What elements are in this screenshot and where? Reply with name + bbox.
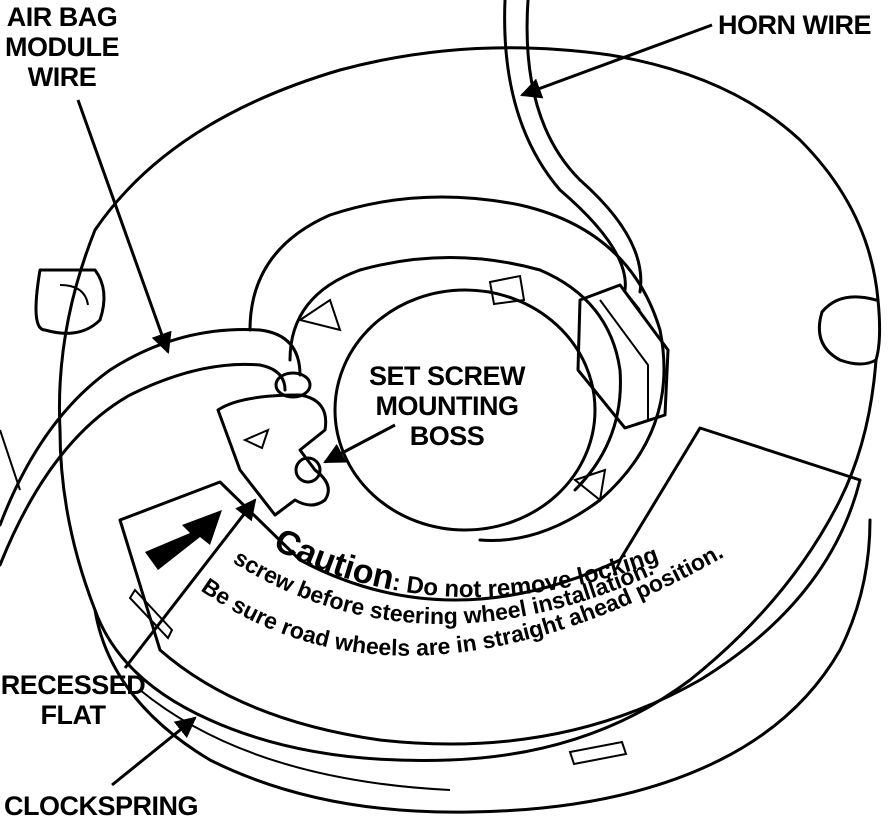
set-screw-label-1: SET SCREW: [369, 361, 526, 391]
clockspring-label: CLOCKSPRING: [4, 791, 198, 821]
horn-wire-label: HORN WIRE: [718, 10, 871, 40]
caution-label-panel: [118, 426, 862, 746]
set-screw-leader: [323, 423, 396, 464]
air-bag-label-1: AIR BAG: [7, 2, 118, 32]
recessed-flat-leader: [123, 498, 257, 669]
air-bag-label-3: WIRE: [28, 62, 97, 92]
rotor-hub: [248, 195, 666, 542]
air-bag-label-2: MODULE: [5, 32, 119, 62]
set-screw-label-2: MOUNTING: [376, 391, 519, 421]
clockspring-housing: [34, 46, 882, 814]
horn-wire: [503, 0, 627, 292]
set-screw-boss: [294, 456, 322, 484]
clockspring-leader: [111, 716, 197, 787]
air-bag-wire-leader: [76, 99, 172, 354]
locking-tab: [216, 393, 330, 517]
recessed-flat-label-1: RECESSED: [1, 670, 146, 700]
set-screw-label-3: BOSS: [410, 421, 485, 451]
direction-arrow-icon: [145, 510, 222, 570]
horn-wire-leader: [520, 23, 713, 99]
recessed-flat-label-2: FLAT: [41, 700, 107, 730]
horn-wire-connector: [576, 283, 670, 430]
air-bag-module-wire: [0, 328, 312, 567]
